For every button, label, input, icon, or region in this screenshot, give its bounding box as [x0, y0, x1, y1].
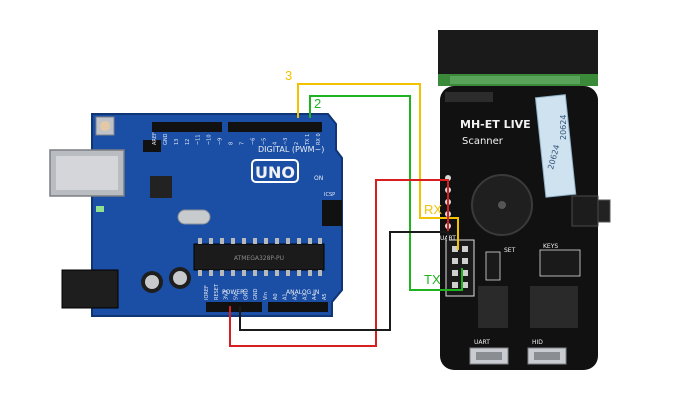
- chip-label: ATMEGA328P-PU: [234, 255, 284, 262]
- pin-label: ~10: [207, 134, 213, 145]
- pin-label: ~3: [283, 138, 289, 145]
- pin-label: ~6: [250, 138, 256, 145]
- green-wire-label: 2: [314, 96, 321, 111]
- capacitor-1: [141, 271, 163, 293]
- pin-label: 7: [239, 142, 245, 145]
- wires: [229, 83, 463, 347]
- pin-label: 4: [272, 142, 278, 145]
- scan-engine: [438, 30, 598, 76]
- icsp-label: ICSP: [324, 192, 335, 198]
- crystal: [177, 209, 211, 225]
- pin-label: 5V: [234, 293, 240, 300]
- scanner-ic-1: [478, 286, 508, 328]
- keys-header: [539, 249, 581, 277]
- power-led: [96, 206, 104, 212]
- set-header: [485, 251, 501, 281]
- pin-label: RESET: [214, 283, 220, 300]
- pin-label: 8: [229, 142, 235, 145]
- uno-logo-box: [251, 159, 299, 183]
- uart-usb-port: [469, 347, 509, 365]
- tx-label: TX: [424, 272, 441, 287]
- yellow-wire: [297, 83, 459, 250]
- barcode-scanner-module: 20624 20624 MH-ET LIVE Scanner UART: [438, 30, 611, 370]
- scanner-ic-2: [530, 286, 578, 328]
- digital-label: DIGITAL (PWM~): [258, 145, 324, 154]
- pin-label: 3V3: [224, 290, 230, 300]
- pin-label: A4: [312, 293, 318, 300]
- pin-label: IOREF: [204, 285, 210, 300]
- pin-label: Vin: [263, 292, 269, 300]
- digital-header-right: [228, 122, 322, 132]
- on-label: ON: [314, 175, 323, 182]
- rx-label: RX: [424, 202, 442, 217]
- pin-label: A0: [273, 293, 279, 300]
- icsp-header-2: [322, 200, 342, 226]
- pin-label: A5: [322, 293, 328, 300]
- pin-label: RX 0: [316, 133, 322, 145]
- arduino-uno-board: ATMEGA328P-PU UNO DIGITAL (PWM~) ON ICSP…: [49, 113, 343, 317]
- scanner-title-line1: MH-ET LIVE: [460, 118, 531, 131]
- pin-label: ~5: [261, 138, 267, 145]
- usb2-label: HID: [532, 339, 543, 346]
- green-wire: [309, 95, 463, 291]
- pin-label: TX 1: [305, 134, 311, 146]
- top-pin-labels: AREF GND 13 12 ~11 ~10 ~9 8 7 ~6 ~5 4 ~3 2 TX 1 RX 0: [152, 132, 322, 146]
- svg-text:20624: 20624: [559, 115, 568, 140]
- dc-power-jack: [61, 269, 119, 309]
- yellow-wire-label: 3: [285, 68, 292, 83]
- scanner-title-line2: Scanner: [462, 136, 504, 147]
- pin-label: ~11: [196, 134, 202, 145]
- keys-label: KEYS: [543, 243, 558, 250]
- set-label: SET: [504, 247, 516, 254]
- analog-header: [268, 302, 328, 312]
- usb1-label: UART: [474, 339, 490, 346]
- pin-label: 13: [174, 139, 180, 145]
- usb-chip: [150, 176, 172, 198]
- pin-label: 12: [185, 139, 191, 145]
- pin-label: A3: [302, 293, 308, 300]
- hid-usb-port: [527, 347, 567, 365]
- pin-label: GND: [163, 133, 169, 145]
- pin-label: A1: [283, 293, 289, 300]
- icsp-header-1: [143, 140, 161, 152]
- power-label: POWER: [222, 289, 244, 296]
- red-wire: [229, 179, 449, 347]
- pin-label: 2: [294, 142, 300, 145]
- pin-label: ~9: [218, 138, 224, 145]
- capacitor-2: [169, 267, 191, 289]
- pin-label: GND: [243, 288, 249, 300]
- pin-label: AREF: [152, 132, 158, 145]
- board-label: UNO: [255, 163, 295, 182]
- ribbon-cable: 20624 20624: [534, 94, 577, 198]
- pin-label: GND: [253, 288, 259, 300]
- digital-header-left: [152, 122, 222, 132]
- power-header: [206, 302, 262, 312]
- uart-header: [445, 239, 475, 297]
- analog-label: ANALOG IN: [286, 289, 319, 296]
- black-wire: [239, 231, 449, 331]
- buzzer: [471, 174, 533, 236]
- atmega-chip: [193, 243, 325, 271]
- side-switch: [597, 199, 611, 223]
- pin-label: A2: [293, 293, 299, 300]
